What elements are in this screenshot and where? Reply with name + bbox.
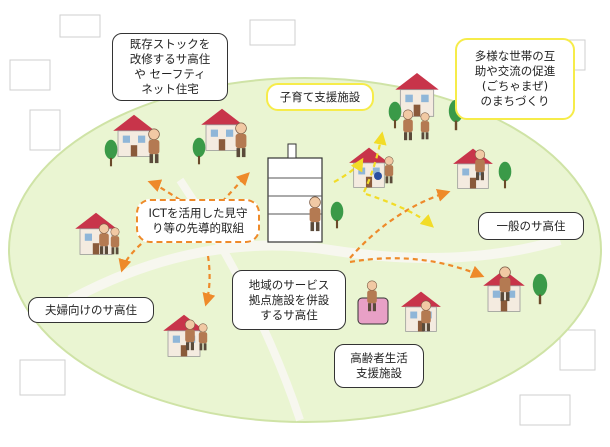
couple-housing-label: 夫婦向けのサ高住 (28, 297, 154, 323)
house-elderly-support (357, 280, 442, 332)
road (67, 235, 562, 305)
house-childcare (348, 147, 394, 188)
general-housing-label: 一般のサ高住 (478, 212, 584, 240)
ict-monitoring-label: ICTを活用した見守 り等の先導的取組 (136, 199, 260, 243)
apartment-building (267, 143, 344, 243)
elderly-support-facility-label: 高齢者生活 支援施設 (334, 344, 424, 388)
community-service-housing-label: 地域のサービス 拠点施設を併設 するサ高住 (232, 270, 346, 330)
yellow-arrows (333, 131, 434, 228)
background-city (9, 14, 596, 426)
community-mixing-label: 多様な世帯の互 助や交流の促進 (ごちゃまぜ) のまちづくり (455, 38, 575, 120)
childcare-support-label: 子育て支援施設 (266, 83, 374, 111)
renovation-housing-label: 既存ストックを 改修するサ高住 や セーフティ ネット住宅 (112, 33, 228, 101)
